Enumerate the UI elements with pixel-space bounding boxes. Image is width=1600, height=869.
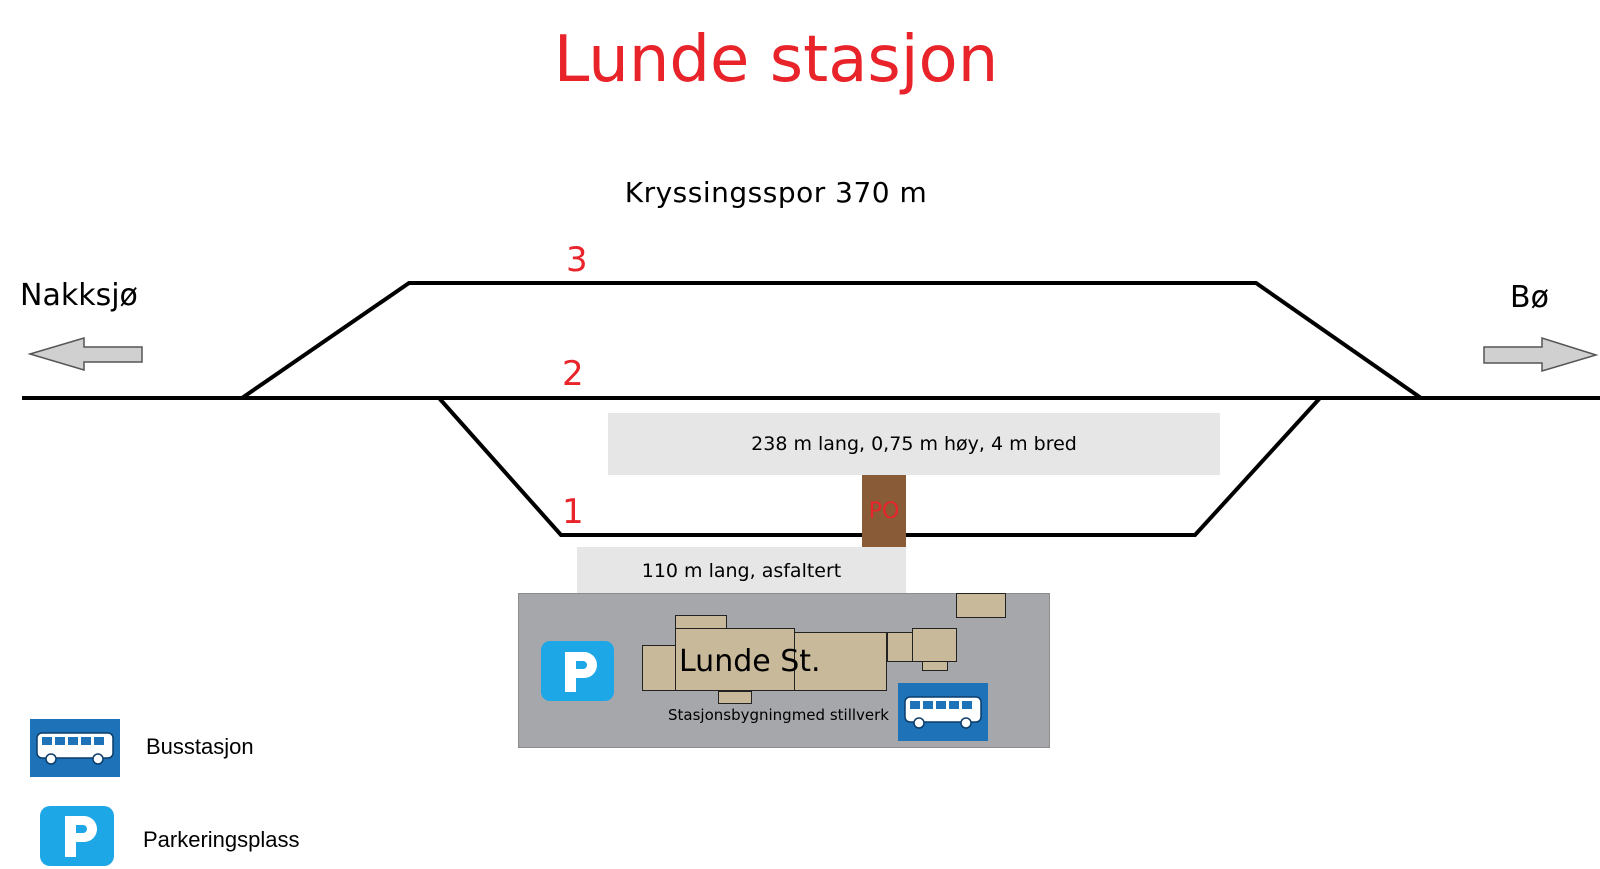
building-step: [922, 661, 948, 671]
track-number-3: 3: [566, 240, 588, 280]
platform-side-label: 110 m lang, asfaltert: [641, 559, 842, 582]
platform-side: 110 m lang, asfaltert: [577, 547, 906, 594]
direction-right-label: Bø: [1510, 280, 1549, 315]
building-annex-small: [887, 632, 913, 662]
track-3-line: [240, 281, 1423, 400]
arrow-left-icon: [27, 336, 143, 372]
station-building: [675, 628, 795, 691]
building-annex-right: [912, 628, 957, 662]
building-entrance: [718, 691, 752, 704]
building-wing-right: [794, 632, 887, 691]
direction-left-label: Nakksjø: [20, 278, 138, 313]
platform-main-label: 238 m lang, 0,75 m høy, 4 m bred: [751, 433, 1077, 455]
legend-parking-label: Parkeringsplass: [143, 827, 300, 852]
shelter-po-label: PO: [868, 498, 900, 524]
arrow-right-icon: [1483, 336, 1599, 373]
station-building-label: Lunde St.: [679, 644, 821, 679]
building-annex-top: [675, 615, 727, 629]
crossing-track-label: Kryssingsspor 370 m: [624, 176, 928, 209]
platform-main: 238 m lang, 0,75 m høy, 4 m bred: [608, 413, 1220, 475]
shelter-po: PO: [862, 475, 906, 547]
parking-icon: [541, 641, 614, 701]
legend-parking-icon: [40, 806, 114, 866]
track-number-1: 1: [562, 492, 584, 532]
legend-bus-icon: [30, 719, 120, 777]
legend-bus-label: Busstasjon: [146, 734, 254, 759]
building-wing-left: [642, 645, 676, 691]
bus-icon: [898, 683, 988, 741]
building-outbuilding: [956, 593, 1006, 618]
page-title: Lunde stasjon: [553, 23, 999, 97]
track-number-2: 2: [562, 354, 584, 394]
station-building-note: Stasjonsbygningmed stillverk: [668, 706, 889, 724]
